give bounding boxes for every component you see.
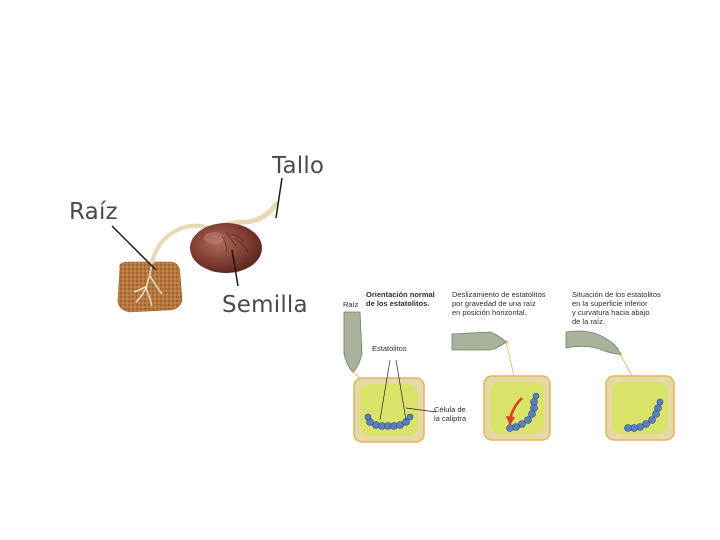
seed <box>190 223 262 273</box>
caption-lower-surface: Situación de los estatolitos en la super… <box>572 290 661 326</box>
seed-label: Semilla <box>222 292 308 318</box>
caption-sliding: Deslizamiento de estatolitos por graveda… <box>452 290 545 317</box>
stem-label: Tallo <box>272 153 324 179</box>
soil-clod <box>118 262 182 312</box>
caption-normal-orientation: Orientación normal de los estatolitos. <box>366 290 435 308</box>
root-label: Raíz <box>69 199 118 225</box>
root-curved <box>566 331 620 354</box>
root-horizontal <box>452 332 506 350</box>
cap-cell-label: Célula de la caliptra <box>434 405 466 423</box>
statoliths-label: Estatolitos <box>372 344 407 353</box>
root-vertical <box>344 312 362 372</box>
root-label-small: Raíz <box>343 300 358 309</box>
